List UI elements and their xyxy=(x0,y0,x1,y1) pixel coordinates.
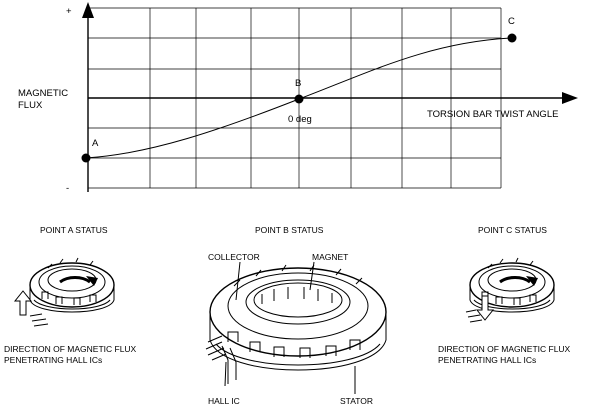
left-caption-line2: PENETRATING HALL ICs xyxy=(4,355,102,365)
point-c-label: C xyxy=(508,16,515,27)
right-caption-line1: DIRECTION OF MAGNETIC FLUX xyxy=(438,344,571,354)
point-b-status-title: POINT B STATUS xyxy=(255,225,324,235)
point-a-label: A xyxy=(92,138,99,149)
right-caption-line2: PENETRATING HALL ICs xyxy=(438,355,536,365)
x-axis-label: TORSION BAR TWIST ANGLE xyxy=(427,109,558,120)
point-c-status-title: POINT C STATUS xyxy=(478,225,547,235)
left-caption-line1: DIRECTION OF MAGNETIC FLUX xyxy=(4,344,137,354)
y-axis xyxy=(82,2,94,192)
point-a-sensor-illustration xyxy=(13,257,115,327)
collector-label: COLLECTOR xyxy=(208,252,260,262)
magnet-label: MAGNET xyxy=(312,252,348,262)
point-a-status-title: POINT A STATUS xyxy=(40,225,108,235)
graph-grid xyxy=(87,7,502,189)
hall-ic-label: HALL IC xyxy=(208,396,240,406)
x-axis xyxy=(88,92,578,104)
plus-sign: + xyxy=(66,6,72,17)
point-b-marker xyxy=(294,94,304,104)
point-b-sensor-illustration xyxy=(205,261,387,394)
minus-sign: - xyxy=(66,183,69,194)
y-axis-label-line2: FLUX xyxy=(18,100,43,111)
zero-deg-label: 0 deg xyxy=(288,114,312,125)
point-c-marker xyxy=(507,33,517,43)
y-axis-label-line1: MAGNETIC xyxy=(18,88,68,99)
point-c-sensor-illustration xyxy=(465,257,555,323)
stator-label: STATOR xyxy=(340,396,373,406)
point-a-marker xyxy=(81,153,91,163)
point-b-label: B xyxy=(295,78,301,89)
